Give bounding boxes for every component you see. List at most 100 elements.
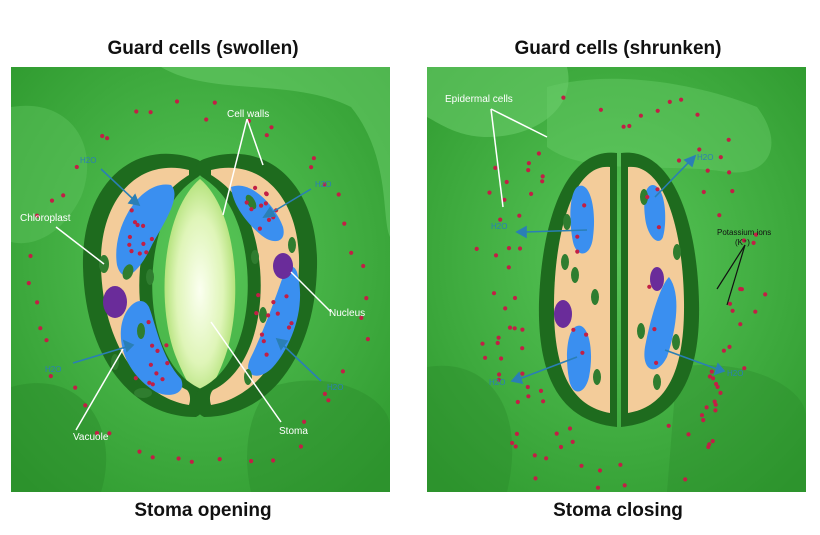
potassium-ion [289,321,294,326]
potassium-ion [264,192,269,197]
right-panel-title: Guard cells (shrunken) [514,38,722,59]
potassium-ion [365,337,370,342]
potassium-ion [713,402,718,407]
potassium-ion [487,190,492,195]
potassium-ion [713,408,718,413]
chloroplast [593,369,601,385]
chloroplast [672,334,680,350]
potassium-ion [570,439,575,444]
potassium-ion [742,366,747,371]
cell-walls-label: Cell walls [227,109,269,120]
potassium-ion [525,384,530,390]
chloroplast [637,323,645,339]
water-arrows [72,168,322,382]
potassium-ion [491,291,497,296]
potassium-ion [311,156,316,161]
potassium-ion [512,326,517,331]
potassium-ion [165,361,170,366]
potassium-ion [150,343,155,348]
potassium-ion [517,246,523,251]
potassium-ion [709,369,714,374]
potassium-ion [286,325,292,330]
potassium-ion [259,332,265,337]
potassium-ion [322,182,327,187]
water-label: H2O [327,383,343,392]
potassium-ion [561,95,566,100]
potassium-ion [575,234,580,239]
potassium-ion [269,125,274,130]
epidermal-cell [547,78,772,173]
water-label: H2O [727,369,743,378]
water-label: H2O [80,156,96,165]
potassium-ion [638,113,643,118]
potassium-ion [506,265,511,270]
potassium-ion [257,226,262,231]
potassium-ion [554,431,559,436]
epidermal-cells-label: Epidermal cells [445,94,513,105]
chloroplast [288,237,296,253]
potassium-ion [148,110,153,115]
potassium-ion [544,456,549,461]
potassium-ion [493,165,498,170]
potassium-ion [701,189,706,195]
potassium-ion [514,431,519,436]
potassium-ion [715,384,720,389]
chloroplast [591,289,599,305]
potassium-ion [160,377,165,382]
potassium-ion [129,249,134,254]
potassium-ion [652,327,657,332]
chloroplast [563,214,571,230]
guard-cell-right [194,153,318,417]
potassium-ion [263,201,268,206]
potassium-ion [579,463,584,468]
potassium-ion [496,377,502,382]
potassium-ion [711,376,716,381]
potassium-ion [763,292,768,297]
potassium-ion [727,170,732,175]
water-label: H2O [489,378,505,387]
potassium-ion [507,325,513,330]
potassium-ion [753,232,759,237]
water-label: H2O [697,153,713,162]
potassium-ion [26,281,31,286]
potassium-ion [483,355,488,360]
potassium-ion [35,213,40,218]
potassium-ion [517,213,522,218]
potassium-ion [73,385,78,390]
potassium-ion [249,459,254,464]
nucleus [103,286,127,318]
potassium-ion [176,456,181,461]
potassium-ion [493,253,499,258]
potassium-ion [48,374,53,379]
nucleus [650,267,664,291]
potassium-ion [144,250,149,255]
potassium-ion [520,346,525,351]
vacuole-label: Vacuole [73,432,109,443]
potassium-ion [49,198,55,203]
potassium-ion [340,369,345,374]
potassium-ion [584,332,589,337]
potassium-ion [753,309,758,314]
label-leader-lines [55,118,332,431]
potassium-ion [133,376,138,381]
potassium-ion [174,99,180,104]
nucleus-label: Nucleus [329,308,365,319]
potassium-ion [532,453,537,458]
potassium-ion [217,457,222,462]
chloroplast [134,388,152,398]
potassium-ion [686,432,691,437]
potassium-ion [44,338,49,343]
potassium-ion [107,431,112,436]
chloroplast [245,194,257,210]
water-label: H2O [315,180,331,189]
potassium-ion [204,117,209,122]
potassium-ion [730,189,735,194]
potassium-ion [271,300,276,305]
water-label: H2O [45,365,61,374]
potassium-ion [499,356,504,361]
chloroplast [571,267,579,283]
chloroplast [122,264,134,280]
potassium-ion [701,418,706,423]
potassium-ion [533,476,538,481]
potassium-ion [513,444,518,449]
